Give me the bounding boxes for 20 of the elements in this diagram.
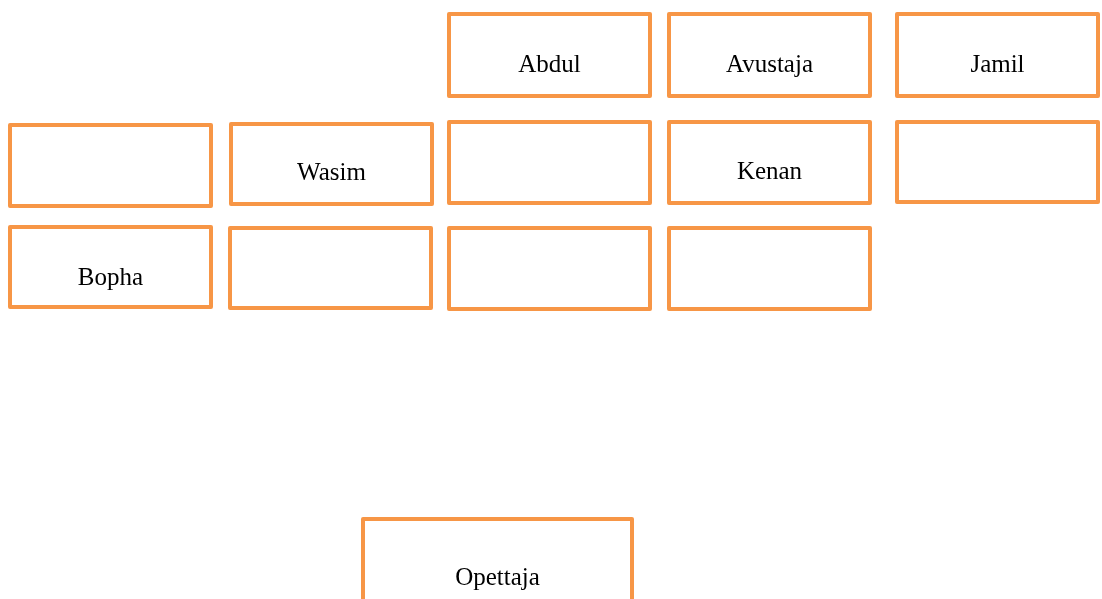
name-box [8,225,213,309]
name-label: Kenan [736,155,803,186]
name-box [229,122,434,206]
name-label: Jamil [970,49,1025,79]
name-box [667,120,872,205]
name-label: Bopha [77,261,144,292]
name-label: Opettaja [455,562,540,592]
empty-box [447,120,652,205]
empty-box [447,226,652,311]
empty-box [228,226,433,310]
name-box [361,517,634,599]
name-label: Wasim [297,157,366,187]
empty-box [8,123,213,208]
name-box [447,12,652,98]
name-box [895,12,1100,98]
name-box [667,12,872,98]
name-label: Abdul [518,49,581,79]
name-label: Avustaja [726,49,813,79]
empty-box [895,120,1100,204]
empty-box [667,226,872,311]
